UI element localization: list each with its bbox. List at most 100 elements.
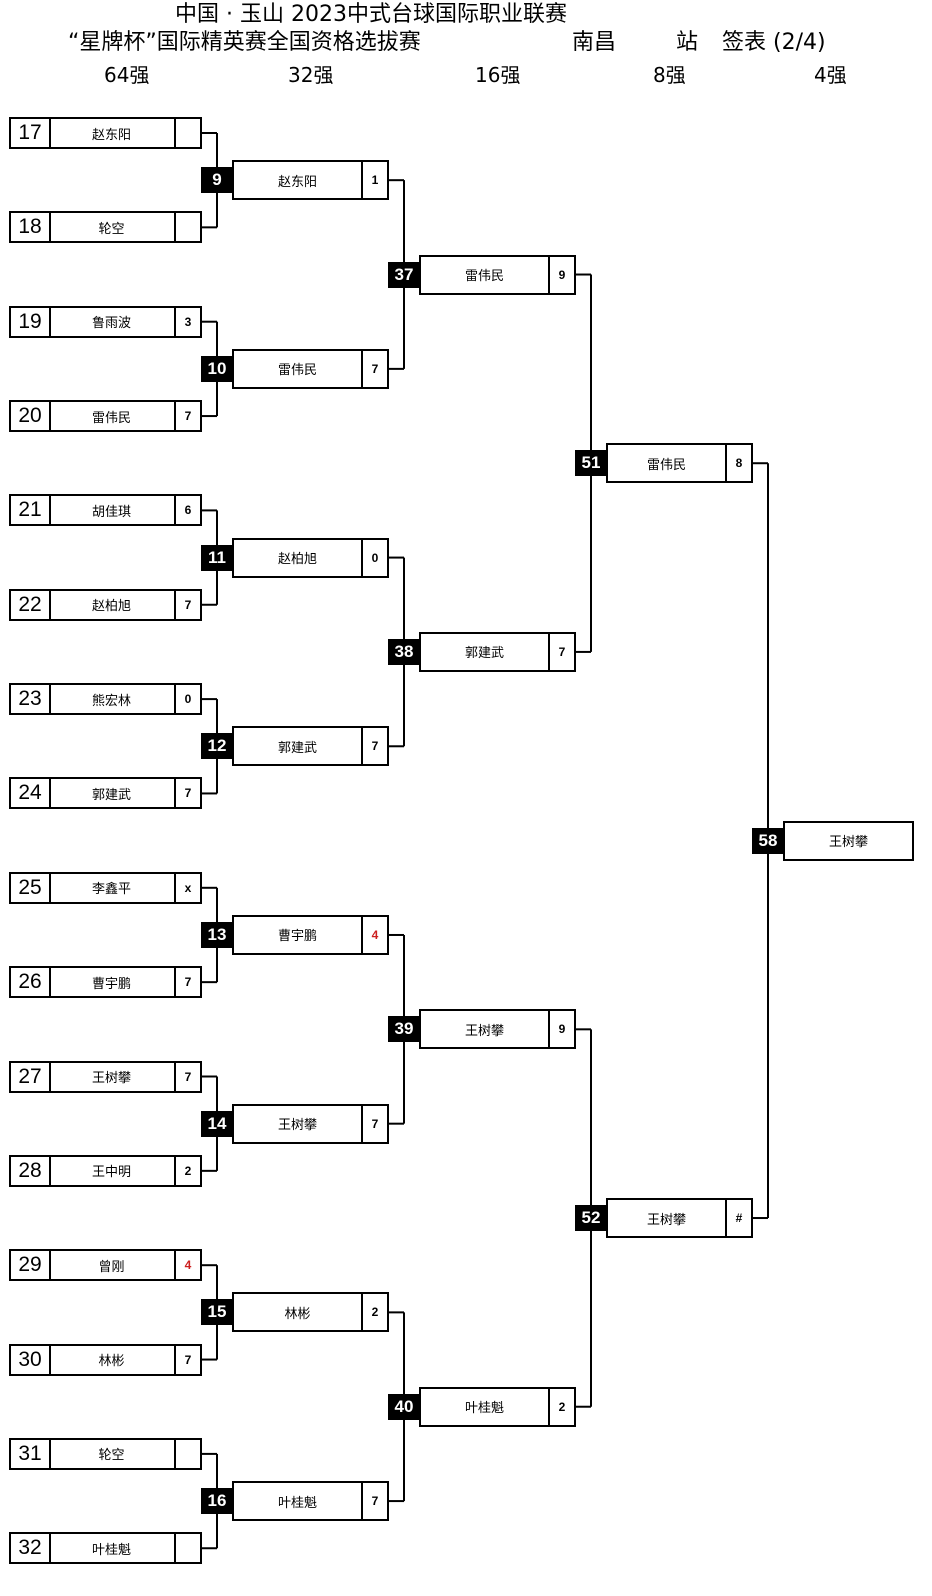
player-name: 叶桂魁 — [91, 1542, 131, 1558]
player-score: 6 — [174, 496, 200, 525]
player-score: 7 — [361, 728, 387, 765]
player-score: 7 — [174, 968, 200, 997]
player-name: 雷伟民 — [646, 457, 686, 473]
player-name: 雷伟民 — [277, 363, 317, 379]
round-label-16: 16强 — [475, 63, 521, 87]
match-number: 38 — [388, 638, 420, 665]
sheet-label: 签表 (2/4) — [722, 30, 826, 55]
player-name: 王树攀 — [646, 1212, 686, 1228]
r4-entry: 王树攀 — [783, 820, 914, 861]
match-number: 52 — [575, 1205, 607, 1232]
player-score: 7 — [174, 1345, 200, 1374]
player-score: 1 — [361, 162, 387, 199]
r64-entry: 25 李鑫平 x — [9, 871, 202, 904]
match-number: 10 — [201, 355, 233, 382]
player-score: # — [725, 1200, 751, 1237]
r32-entry: 雷伟民 7 — [232, 348, 389, 389]
player-name: 鲁雨波 — [91, 316, 131, 332]
player-score: 2 — [361, 1294, 387, 1331]
match-number: 12 — [201, 733, 233, 760]
player-name: 赵柏旭 — [277, 552, 317, 568]
player-score — [174, 1534, 200, 1563]
player-name: 叶桂魁 — [277, 1495, 317, 1511]
header-line-2: “星牌杯”国际精英赛全国资格选拔赛 — [68, 30, 421, 55]
seed-number: 18 — [11, 213, 51, 242]
player-name: 郭建武 — [277, 740, 317, 756]
r8-entry: 雷伟民 8 — [606, 443, 753, 484]
seed-number: 25 — [11, 873, 51, 902]
match-number: 11 — [201, 544, 233, 571]
player-name: 林彬 — [284, 1306, 311, 1322]
player-name: 郭建武 — [91, 787, 131, 803]
player-score: 7 — [548, 633, 574, 670]
station-city: 南昌 — [572, 30, 617, 55]
seed-number: 27 — [11, 1062, 51, 1091]
player-score: 4 — [174, 1251, 200, 1280]
player-score — [174, 119, 200, 147]
seed-number: 23 — [11, 685, 51, 714]
player-score: 7 — [361, 1105, 387, 1142]
player-name: 王树攀 — [91, 1071, 131, 1086]
station-label: 站 — [676, 30, 699, 55]
r64-entry: 18 轮空 — [9, 211, 202, 244]
r64-entry: 32 叶桂魁 — [9, 1532, 202, 1565]
seed-number: 31 — [11, 1439, 51, 1468]
header-line-1: 中国 · 玉山 2023中式台球国际职业联赛 — [175, 2, 567, 27]
r32-entry: 郭建武 7 — [232, 726, 389, 767]
match-number: 14 — [201, 1110, 233, 1137]
match-number: 9 — [201, 167, 233, 194]
player-score: 7 — [361, 350, 387, 387]
player-name: 雷伟民 — [464, 269, 504, 285]
seed-number: 28 — [11, 1156, 51, 1185]
player-score: 8 — [725, 445, 751, 482]
match-number: 15 — [201, 1299, 233, 1326]
player-name: 轮空 — [98, 221, 125, 237]
round-label-8: 8强 — [653, 63, 686, 87]
r32-entry: 林彬 2 — [232, 1292, 389, 1333]
player-score — [174, 213, 200, 242]
player-score: 2 — [548, 1388, 574, 1425]
player-name: 李鑫平 — [91, 882, 131, 898]
seed-number: 17 — [11, 119, 51, 147]
player-name: 赵柏旭 — [91, 599, 131, 615]
player-name: 王树攀 — [464, 1023, 504, 1039]
seed-number: 32 — [11, 1534, 51, 1563]
player-score: x — [174, 873, 200, 902]
player-score: 3 — [174, 307, 200, 336]
round-label-32: 32强 — [288, 63, 334, 87]
player-score — [174, 1439, 200, 1468]
seed-number: 26 — [11, 968, 51, 997]
r32-entry: 王树攀 7 — [232, 1103, 389, 1144]
player-score: 7 — [174, 1062, 200, 1091]
match-number: 39 — [388, 1016, 420, 1043]
seed-number: 20 — [11, 402, 51, 431]
player-name: 曾刚 — [98, 1259, 125, 1275]
player-score: 4 — [361, 916, 387, 953]
player-name: 王树攀 — [828, 835, 868, 851]
round-label-64: 64强 — [104, 63, 150, 87]
round-label-4: 4强 — [814, 63, 847, 87]
player-score: 7 — [361, 1483, 387, 1520]
player-name: 王树攀 — [277, 1118, 317, 1134]
player-score: 7 — [174, 402, 200, 431]
seed-number: 24 — [11, 779, 51, 808]
match-number: 16 — [201, 1488, 233, 1515]
